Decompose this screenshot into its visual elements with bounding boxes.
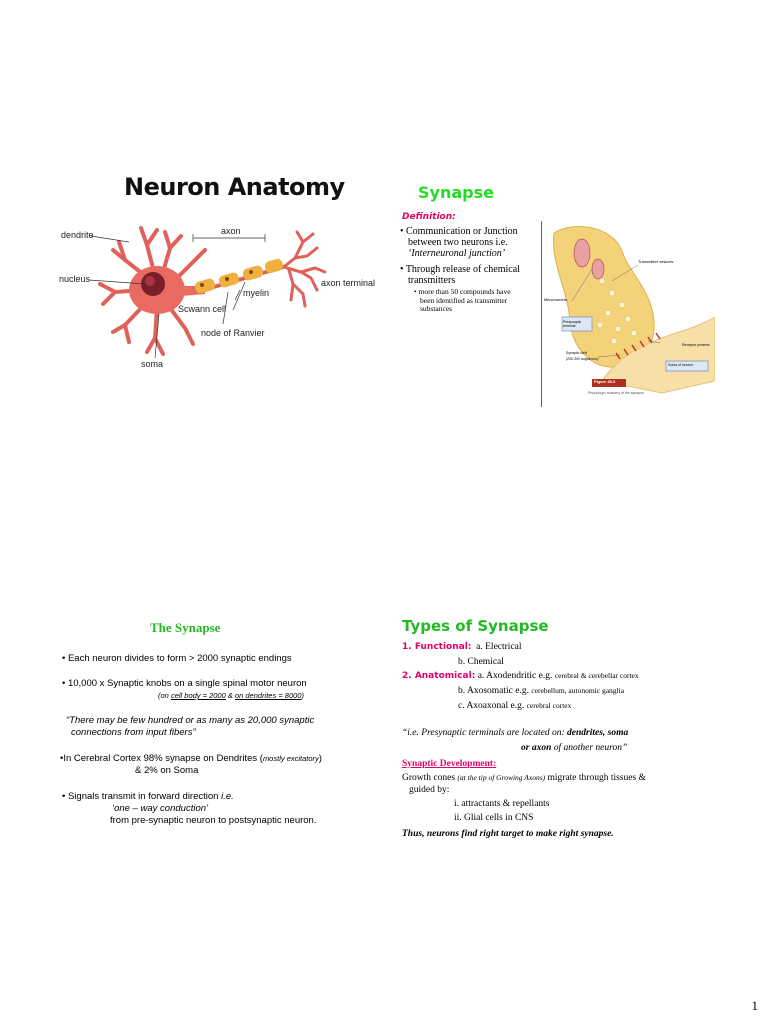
the-synapse-bullet-4: • Signals transmit in forward direction …: [62, 791, 234, 802]
the-synapse-bullet-4-line3: from pre-synaptic neuron to postsynaptic…: [110, 815, 317, 826]
fig-caption: Physiologic anatomy of the synapse: [588, 391, 644, 395]
the-synapse-bullet-3-line2: & 2% on Soma: [135, 765, 199, 776]
fig-label-mitochondria: Mitochondria: [544, 297, 567, 302]
the-synapse-bullet-4-line2: ‘one – way conduction’: [112, 803, 209, 814]
anatomical-row-c: c. Axoaxonal e.g. cerebral cortex: [458, 701, 572, 711]
synapse-title: Synapse: [418, 183, 494, 202]
synapse-bullet-2: • Through release of chemical transmitte…: [400, 264, 520, 286]
anatomical-row-b: b. Axosomatic e.g. cerebellum, autonomic…: [458, 686, 625, 696]
guide-item-i: i. attractants & repellants: [454, 799, 550, 809]
fig-label-cleft: Synaptic cleft: [566, 351, 587, 355]
definition-label: Definition:: [402, 212, 456, 222]
label-nucleus: nucleus: [59, 274, 91, 284]
label-node-of-ranvier: node of Ranvier: [201, 328, 265, 338]
label-soma: soma: [141, 359, 163, 369]
label-dendrite: dendrite: [61, 230, 94, 240]
synapse-figure: Transmitter vesicles Mitochondria Presyn…: [541, 221, 716, 407]
fig-label-presynaptic: Presynaptic terminal: [563, 320, 582, 328]
presynaptic-terminals-note-2: or axon of another neuron”: [521, 743, 628, 753]
label-axon-terminal: axon terminal: [321, 278, 375, 288]
myelin-sheaths: [194, 258, 284, 294]
the-synapse-title: The Synapse: [150, 620, 221, 635]
synapse-bullet-1: • Communication or Junction between two …: [400, 226, 518, 259]
guided-by: guided by:: [409, 785, 450, 795]
thus-conclusion: Thus, neurons find right target to make …: [402, 829, 614, 839]
the-synapse-bullet-1: • Each neuron divides to form > 2000 syn…: [62, 653, 292, 664]
fig-label-vesicles: Transmitter vesicles: [638, 259, 674, 264]
neuron-anatomy-title: Neuron Anatomy: [124, 173, 345, 201]
anatomical-row-a: 2. Anatomical: a. Axodendritic e.g. cere…: [402, 671, 639, 681]
fig-number: Figure 45-6: [594, 379, 616, 384]
page-number: 1: [751, 998, 759, 1013]
label-schwann-cell: Scwann cell: [178, 304, 226, 314]
guide-item-ii: ii. Glial cells in CNS: [454, 813, 534, 823]
axon-terminal-branches: [283, 230, 327, 308]
label-axon: axon: [221, 226, 241, 236]
neuron-diagram: dendrite axon nucleus axon terminal myel…: [59, 226, 375, 369]
the-synapse-bullet-3: •In Cerebral Cortex 98% synapse on Dendr…: [60, 753, 322, 764]
synapse-figure-art: [552, 226, 716, 394]
presynaptic-terminals-note: “i.e. Presynaptic terminals are located …: [402, 728, 629, 738]
synaptic-development-label: Synaptic Development:: [402, 759, 497, 769]
fig-label-soma: Soma of neuron: [668, 363, 693, 367]
functional-row-b: b. Chemical: [458, 657, 504, 667]
the-synapse-quote: “There may be few hundred or as many as …: [66, 715, 315, 738]
functional-row-a: 1. Functional: a. Electrical: [402, 642, 522, 652]
growth-cones-line: Growth cones (at the tip of Growing Axon…: [402, 773, 646, 783]
fig-label-receptor: Receptor proteins: [682, 343, 710, 347]
label-myelin: myelin: [243, 288, 269, 298]
types-of-synapse-title: Types of Synapse: [402, 617, 549, 635]
the-synapse-bullet-2: • 10,000 x Synaptic knobs on a single sp…: [62, 678, 307, 689]
synapse-sub-bullet: • more than 50 compounds have been ident…: [414, 287, 511, 313]
the-synapse-bullet-2-sub: (on cell body = 2000 & on dendrites = 80…: [158, 691, 304, 700]
fig-label-cleft-size: (200-300 angstroms): [566, 357, 599, 361]
